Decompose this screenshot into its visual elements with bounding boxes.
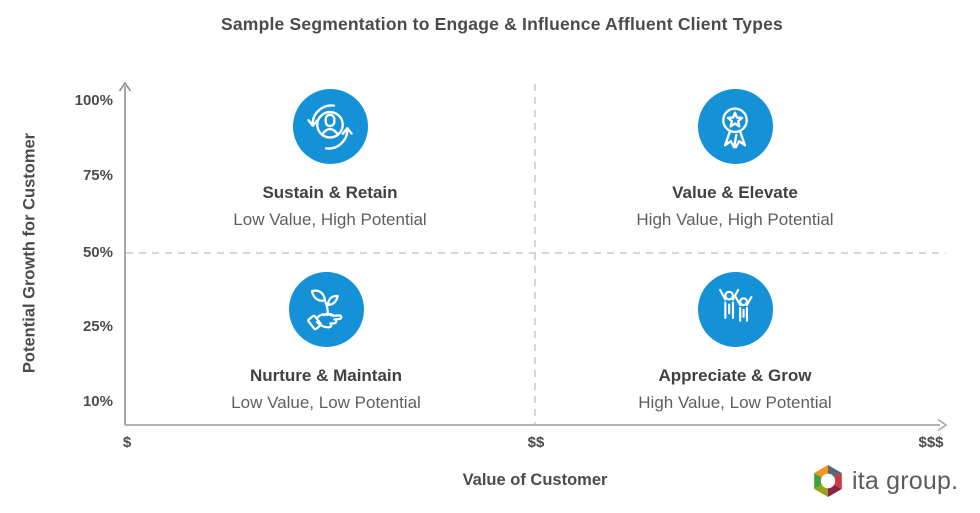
ita-group-logo: ita group. [811,464,958,498]
quadrant-title: Value & Elevate [672,183,798,202]
ita-group-pinwheel-icon [814,465,842,497]
person-refresh-icon [292,89,368,164]
celebrating-people-icon [697,272,773,347]
x-tick-high: $$$ [918,434,944,451]
quadrant-title: Appreciate & Grow [658,366,812,385]
y-tick-25: 25% [82,318,113,335]
quadrant-subtitle: Low Value, Low Potential [231,393,421,413]
quadrant-appreciate-grow: Appreciate & Grow High Value, Low Potent… [575,272,895,414]
x-axis-label: Value of Customer [462,471,608,489]
quadrant-subtitle: High Value, High Potential [636,210,834,230]
quadrant-title: Nurture & Maintain [249,366,403,385]
quadrant-subtitle: Low Value, High Potential [233,210,427,230]
award-ribbon-icon [697,89,773,164]
y-tick-50: 50% [82,244,113,261]
y-tick-100: 100% [74,92,113,109]
logo-text: ita group. [852,466,959,495]
quadrant-sustain-retain: Sustain & Retain Low Value, High Potenti… [170,89,490,231]
x-axis-arrow-icon [937,418,948,432]
quadrant-value-elevate: Value & Elevate High Value, High Potenti… [575,89,895,231]
y-tick-75: 75% [82,167,113,184]
hand-sprout-icon [288,272,364,347]
chart-title: Sample Segmentation to Engage & Influenc… [221,14,783,34]
y-axis-arrow-icon [118,81,132,92]
x-tick-low: $ [122,434,132,451]
y-axis-label: Potential Growth for Customer [20,132,39,374]
quadrant-subtitle: High Value, Low Potential [638,393,832,413]
quadrant-title: Sustain & Retain [262,183,398,202]
x-tick-mid: $$ [527,434,545,451]
quadrant-nurture-maintain: Nurture & Maintain Low Value, Low Potent… [166,272,486,414]
y-tick-10: 10% [82,393,113,410]
